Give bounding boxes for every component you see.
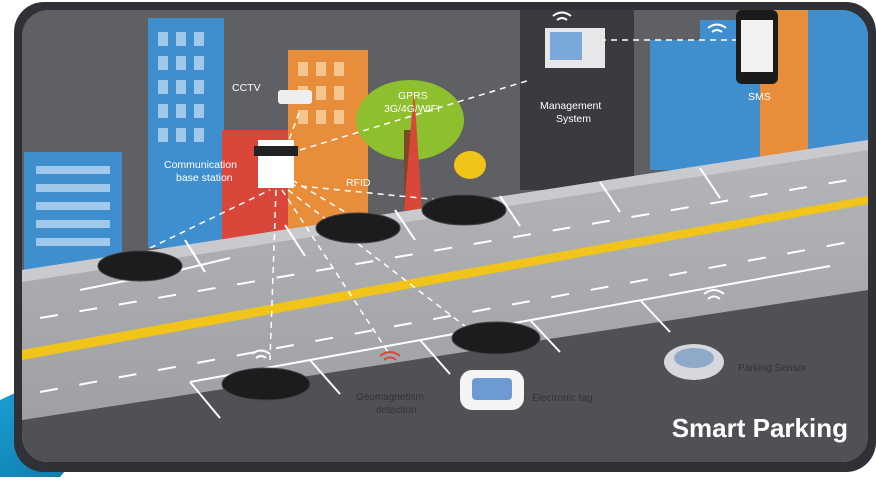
- network-label: 3G/4G/WIFI: [384, 103, 440, 115]
- cctv-camera-icon: [278, 90, 312, 104]
- car-icon: [422, 195, 506, 225]
- building-orange: [288, 50, 368, 240]
- base-station-label-line1: Communication: [164, 159, 237, 171]
- parking-sensor-label: Parking Sensor: [738, 363, 806, 375]
- diagram-title: Smart Parking: [672, 413, 848, 443]
- cctv-label: CCTV: [232, 82, 261, 94]
- sms-label: SMS: [748, 91, 771, 103]
- building-blue-right: [650, 40, 700, 170]
- rfid-label: RFID: [346, 177, 371, 189]
- car-icon: [222, 368, 310, 400]
- small-tree: [454, 151, 486, 179]
- car-icon: [316, 213, 400, 243]
- gprs-label: GPRS: [398, 90, 428, 102]
- car-icon: [452, 322, 540, 354]
- base-station-label-line2: base station: [176, 172, 233, 184]
- geomagnetism-label-line1: Geomagnetism: [356, 392, 424, 404]
- management-label-line2: System: [556, 113, 591, 125]
- management-label-line1: Management: [540, 100, 601, 112]
- car-icon: [98, 251, 182, 281]
- geomagnetism-label-line2: detection: [376, 405, 417, 417]
- building-blue-right-3: [808, 10, 868, 160]
- electronic-tag-label: Electronic tag: [532, 393, 593, 405]
